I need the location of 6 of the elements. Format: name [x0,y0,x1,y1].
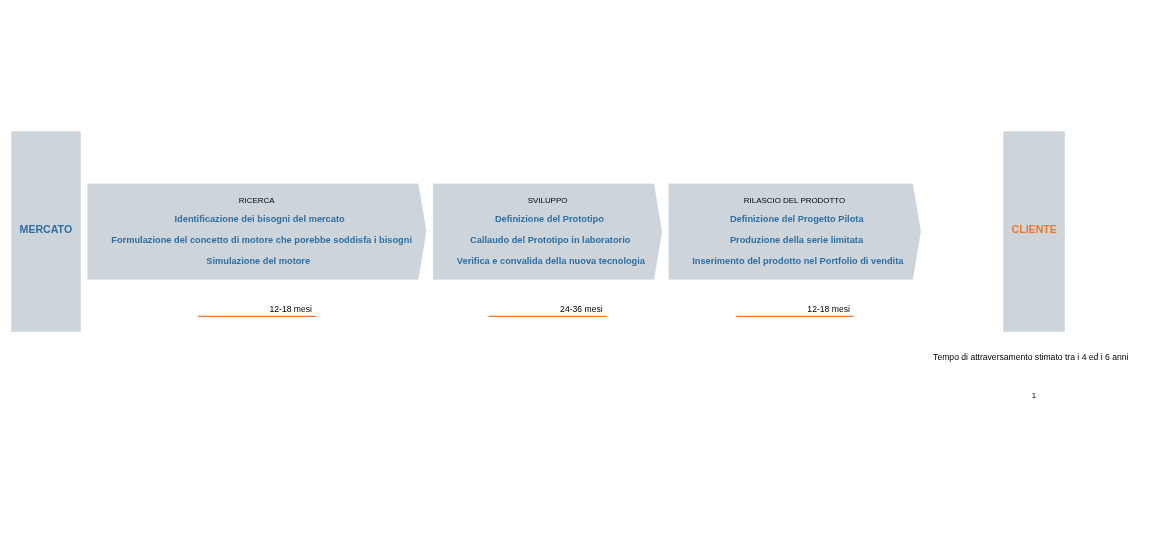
label: Tempo di attraversamento stimato tra i 4 ed i 6 anni [933,352,1129,363]
node-label: 24-36 mesi [560,303,603,314]
node-box: MERCATO [11,131,81,332]
node-box: CLIENTE [1003,131,1065,332]
node-label: 12-18 mesi [269,303,313,314]
node-label: 12-18 mesi [807,303,850,314]
